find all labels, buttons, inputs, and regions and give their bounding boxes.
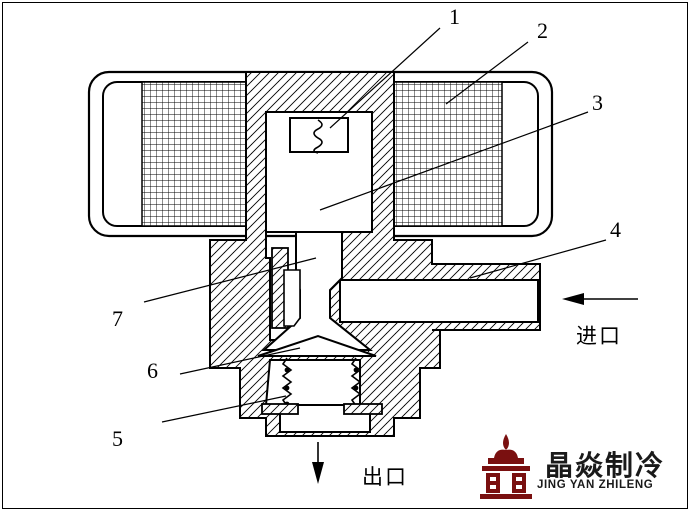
callout-2: 2 xyxy=(537,18,548,43)
figure-border xyxy=(2,2,688,509)
brand-name-chinese: 晶焱制冷 xyxy=(545,449,666,482)
coil-winding-right xyxy=(393,81,503,227)
callout-4: 4 xyxy=(610,217,621,242)
callout-6: 6 xyxy=(147,358,158,383)
inlet-pipe xyxy=(339,279,539,323)
callout-5: 5 xyxy=(112,426,123,451)
inlet-arrow xyxy=(562,293,638,305)
return-springs xyxy=(281,357,362,407)
callout-7: 7 xyxy=(112,306,123,331)
spring-cup xyxy=(289,117,349,154)
outlet-arrow xyxy=(312,442,324,484)
callout-1: 1 xyxy=(449,4,460,29)
outlet-label: 出口 xyxy=(362,465,408,489)
callout-3: 3 xyxy=(592,90,603,115)
brand-logo-mark xyxy=(480,434,532,499)
brand-name-english: JING YAN ZHILENG xyxy=(537,479,654,491)
outlet-seat-right xyxy=(343,403,383,415)
leader-lines xyxy=(143,27,607,423)
outlet-seat-left xyxy=(261,403,299,415)
coil-winding-left xyxy=(141,81,247,227)
inlet-label: 进口 xyxy=(576,324,622,348)
